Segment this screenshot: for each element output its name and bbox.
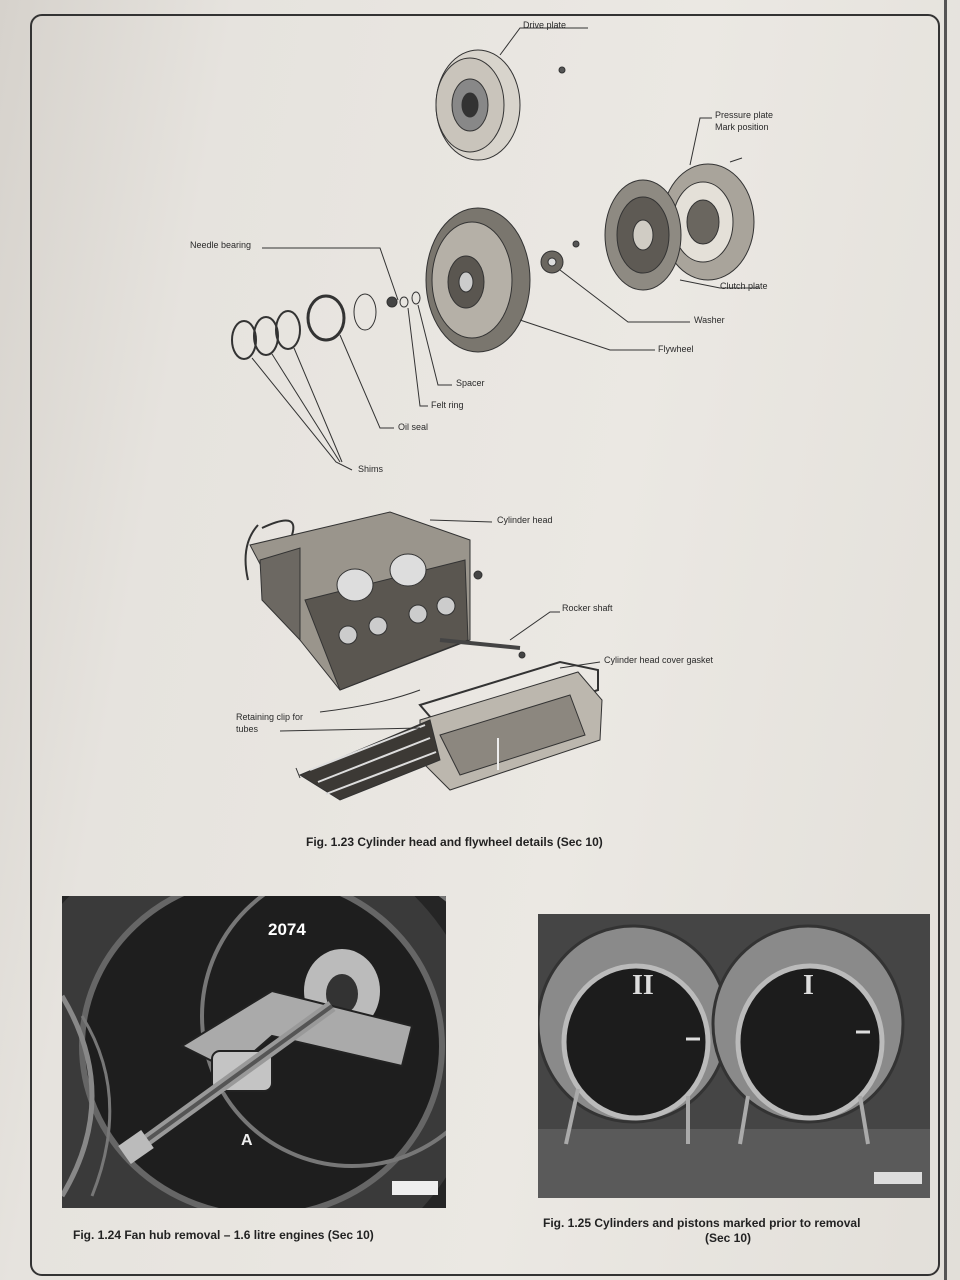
drive-plate-drawing (435, 49, 521, 161)
label-clutch-plate: Clutch plate (720, 281, 768, 291)
flywheel-drawing (425, 207, 531, 353)
exploded-diagram (231, 27, 760, 801)
photo-label-a: A (241, 1132, 253, 1149)
label-cylinder-head: Cylinder head (497, 515, 553, 525)
label-felt-ring: Felt ring (431, 400, 464, 410)
page-edge (944, 0, 947, 1280)
label-retaining-clip-line1: Retaining clip for (236, 712, 304, 722)
photo-mark-i: I (803, 970, 814, 1001)
photo-fan-hub-removal: 2074 A (62, 896, 446, 1208)
label-pressure-plate: Pressure plate (715, 110, 774, 120)
label-spacer: Spacer (456, 378, 485, 388)
caption-fig-1-25-line1: Fig. 1.25 Cylinders and pistons marked p… (543, 1216, 861, 1230)
caption-fig-1-23: Fig. 1.23 Cylinder head and flywheel det… (306, 835, 603, 849)
photo-cylinders-marked: II I (538, 914, 930, 1198)
label-flywheel: Flywheel (658, 344, 694, 354)
photo-mark-ii: II (632, 970, 654, 1001)
caption-fig-1-25-line2: (Sec 10) (705, 1231, 752, 1245)
label-needle-bearing: Needle bearing (190, 240, 252, 250)
label-rocker-shaft: Rocker shaft (562, 603, 613, 613)
photo-label-tool-2074: 2074 (268, 920, 306, 939)
label-drive-plate: Drive plate (523, 20, 567, 30)
label-washer: Washer (694, 315, 725, 325)
page-border (30, 14, 940, 1276)
label-shims: Shims (358, 464, 384, 474)
clutch-plate-drawing (604, 179, 682, 291)
label-oil-seal: Oil seal (398, 422, 429, 432)
rocker-cover-drawing (419, 671, 603, 791)
pushrod-tubes-drawing (295, 719, 441, 801)
label-retaining-clip-line2: tubes (236, 724, 259, 734)
cylinder-head-drawing (244, 511, 471, 691)
caption-fig-1-24: Fig. 1.24 Fan hub removal – 1.6 litre en… (73, 1228, 374, 1242)
label-mark-position: Mark position (715, 122, 769, 132)
label-cylinder-head-cover-gasket: Cylinder head cover gasket (604, 655, 714, 665)
